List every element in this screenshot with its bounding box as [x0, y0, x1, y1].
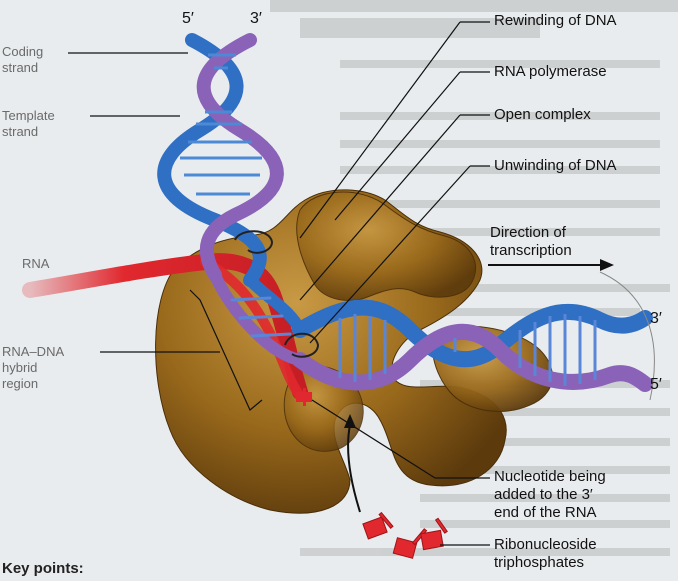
strand-end-right-bottom: 5′	[650, 376, 662, 394]
coding-strand-label-line2: strand	[2, 60, 43, 76]
direction-arrowhead	[600, 259, 614, 271]
template-strand-label: Template strand	[2, 108, 55, 140]
template-strand-label-line1: Template	[2, 108, 55, 124]
direction-of-transcription-label: Direction of transcription	[490, 224, 572, 260]
strand-end-top-left: 5′	[182, 10, 194, 28]
nucleotide-label-line2: added to the 3′	[494, 486, 606, 504]
nucleotide-label-line1: Nucleotide being	[494, 468, 606, 486]
direction-label-line1: Direction of	[490, 224, 572, 242]
strand-end-right-top: 3′	[650, 310, 662, 328]
ribonucleoside-label-line1: Ribonucleoside	[494, 536, 597, 554]
rna-label: RNA	[22, 256, 49, 272]
rna-dna-hybrid-label-line2: hybrid	[2, 360, 64, 376]
open-complex-label: Open complex	[494, 106, 591, 124]
unwinding-of-dna-label: Unwinding of DNA	[494, 157, 617, 175]
strand-end-top-right: 3′	[250, 10, 262, 28]
ribonucleoside-label-line2: triphosphates	[494, 554, 597, 572]
rna-dna-hybrid-label-line3: region	[2, 376, 64, 392]
rna-dna-hybrid-label-line1: RNA–DNA	[2, 344, 64, 360]
template-strand-label-line2: strand	[2, 124, 55, 140]
nucleotide-being-added-label: Nucleotide being added to the 3′ end of …	[494, 468, 606, 522]
coding-strand-label: Coding strand	[2, 44, 43, 76]
nucleotide-label-line3: end of the RNA	[494, 504, 606, 522]
rna-dna-hybrid-label: RNA–DNA hybrid region	[2, 344, 64, 392]
direction-label-line2: transcription	[490, 242, 572, 260]
ribonucleoside-triphosphates-label: Ribonucleoside triphosphates	[494, 536, 597, 572]
key-points-heading: Key points:	[2, 560, 84, 578]
rna-polymerase-label: RNA polymerase	[494, 63, 607, 81]
rewinding-of-dna-label: Rewinding of DNA	[494, 12, 617, 30]
coding-strand-label-line1: Coding	[2, 44, 43, 60]
